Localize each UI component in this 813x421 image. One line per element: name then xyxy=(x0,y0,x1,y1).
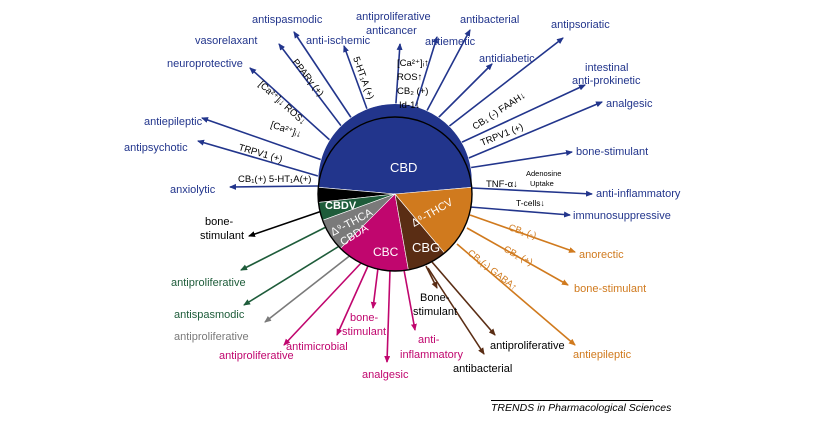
effect-antiproliferative: antiproliferative xyxy=(356,11,431,23)
arrow-vasorelaxant xyxy=(278,43,346,132)
effect-antipsoriatic: antipsoriatic xyxy=(551,19,610,31)
arrow-cbc-antimicrobial xyxy=(336,265,369,336)
thcv-antiepileptic: antiepileptic xyxy=(573,349,632,361)
arrow-cbc-antiproliferative xyxy=(283,261,363,346)
effect-neuroprotective: neuroprotective xyxy=(167,58,243,70)
cbc-antiproliferative: antiproliferative xyxy=(219,350,294,362)
mech-ca-2: [Ca²⁺]ᵢ↑ xyxy=(397,58,429,69)
mech-ros: ROS↑ xyxy=(397,72,422,83)
cbc-arrows xyxy=(283,261,417,363)
arrow-antipsychotic xyxy=(197,139,319,177)
effect-anti-prokinetic: anti-prokinetic xyxy=(572,75,641,87)
arrow-antiepileptic xyxy=(201,117,323,161)
effect-analgesic: analgesic xyxy=(606,98,653,110)
mech-ppary: PPARγ (+) xyxy=(290,57,326,99)
journal-footer: TRENDS in Pharmacological Sciences xyxy=(491,402,672,414)
mech-cb1-5ht1a: CB₁(+) 5-HT₁A(+) xyxy=(238,174,311,185)
arrow-thcv-bone-stimulant xyxy=(466,227,569,286)
thcv-anorectic: anorectic xyxy=(579,249,624,261)
arrow-thcv-antiepileptic xyxy=(456,243,576,346)
thcv-cb1: CB₁ (-) xyxy=(507,222,538,241)
arrow-antidiabetic xyxy=(431,63,493,125)
cbc-bone: bone- xyxy=(350,312,378,324)
effect-antiemetic: antiemetic xyxy=(425,36,476,48)
arrow-antibacterial xyxy=(421,29,471,121)
mech-trpv1-left: TRPV1 (+) xyxy=(237,142,283,165)
arrow-analgesic xyxy=(463,101,603,161)
cbg-antiproliferative: antiproliferative xyxy=(490,340,565,352)
arrow-cbg-antibacterial xyxy=(427,267,485,355)
arrow-neuroprotective xyxy=(249,67,333,143)
cbc-anti: anti- xyxy=(418,334,440,346)
cbda-antispasmodic: antispasmodic xyxy=(174,309,245,321)
label-cbd: CBD xyxy=(390,160,417,175)
cbd-arrows xyxy=(197,29,603,218)
arrow-cbg-bone-stimulant xyxy=(425,265,438,289)
arrow-anxiolytic xyxy=(229,183,319,190)
pie-outline xyxy=(317,116,473,272)
label-cbg: CBG xyxy=(412,240,440,255)
mech-id1: Id-1↓ xyxy=(399,100,420,111)
arrow-immunosuppressive xyxy=(469,206,571,218)
cbc-inflammatory: inflammatory xyxy=(400,349,463,361)
effect-anxiolytic: anxiolytic xyxy=(170,184,216,196)
arrow-cbc-bone-stimulant xyxy=(370,267,379,309)
effect-anticancer: anticancer xyxy=(366,25,417,37)
cbda-antiproliferative: antiproliferative xyxy=(174,331,249,343)
arrow-cbg-antiproliferative xyxy=(431,261,496,336)
footer-rule xyxy=(491,400,653,401)
effect-intestinal: intestinal xyxy=(585,62,628,74)
thcv-arrows xyxy=(456,214,576,346)
arrow-bone-stimulant xyxy=(467,149,573,169)
cbdv-bone: bone- xyxy=(205,216,233,228)
effect-antidiabetic: antidiabetic xyxy=(479,53,535,65)
effect-bone-stimulant: bone-stimulant xyxy=(576,146,648,158)
effect-antipsychotic: antipsychotic xyxy=(124,142,188,154)
mech-adenosine: Adenosine xyxy=(526,169,561,178)
mech-tcells: T-cells↓ xyxy=(516,198,545,208)
label-cbc: CBC xyxy=(373,245,399,259)
effect-antispasmodic: antispasmodic xyxy=(252,14,323,26)
arrow-thcv-anorectic xyxy=(469,214,576,253)
cbg-arrows xyxy=(425,261,496,355)
arrow-thca-antiproliferative xyxy=(240,225,329,271)
cbc-stimulant: stimulant xyxy=(342,326,386,338)
cbg-bone: Bone- xyxy=(420,292,450,304)
arrow-cbc-anti-inflammatory xyxy=(403,269,417,331)
thcv-cb2: CB₂ (+) xyxy=(502,244,535,268)
arrow-cbda-antiproliferative xyxy=(264,253,353,323)
cbc-analgesic: analgesic xyxy=(362,369,409,381)
arrow-antiemetic xyxy=(411,36,439,119)
cbg-antibacterial: antibacterial xyxy=(453,363,512,375)
mech-ca-ros: [Ca²⁺]ᵢ↓ ROS↓ xyxy=(256,79,308,127)
effect-antibacterial: antibacterial xyxy=(460,14,519,26)
effect-antiepileptic: antiepileptic xyxy=(144,116,203,128)
cbdv-stimulant: stimulant xyxy=(200,230,244,242)
slice-cbd xyxy=(317,103,473,195)
thca-antiproliferative: antiproliferative xyxy=(171,277,246,289)
cbg-stimulant: stimulant xyxy=(413,306,457,318)
arrow-antispasmodic xyxy=(293,31,357,126)
arrow-cbda-antispasmodic xyxy=(243,244,342,306)
thcv-bone-stimulant: bone-stimulant xyxy=(574,283,646,295)
arrow-anti-prokinetic xyxy=(457,84,586,145)
mech-tnf: TNF-α↓ xyxy=(486,179,518,190)
arrow-anti-inflammatory xyxy=(471,187,593,197)
cannabinoid-pie xyxy=(317,103,473,272)
label-cbdv: CBDV xyxy=(325,200,357,212)
cbc-antimicrobial: antimicrobial xyxy=(286,341,348,353)
mech-uptake: Uptake xyxy=(530,179,554,188)
effect-vasorelaxant: vasorelaxant xyxy=(195,35,257,47)
effect-anti-ischemic: anti-ischemic xyxy=(306,35,371,47)
effect-anti-inflammatory: anti-inflammatory xyxy=(596,188,681,200)
arrow-cbc-analgesic xyxy=(384,269,391,363)
mech-cb2: CB₂ (+) xyxy=(397,86,428,97)
effect-immunosuppressive: immunosuppressive xyxy=(573,210,671,222)
arrow-cbdv-bone-stimulant xyxy=(248,210,323,237)
arrow-antipsoriatic xyxy=(442,37,564,132)
arrow-anti-ischemic xyxy=(343,45,372,121)
mech-5ht1a: 5-HT₁A (+) xyxy=(350,55,376,101)
